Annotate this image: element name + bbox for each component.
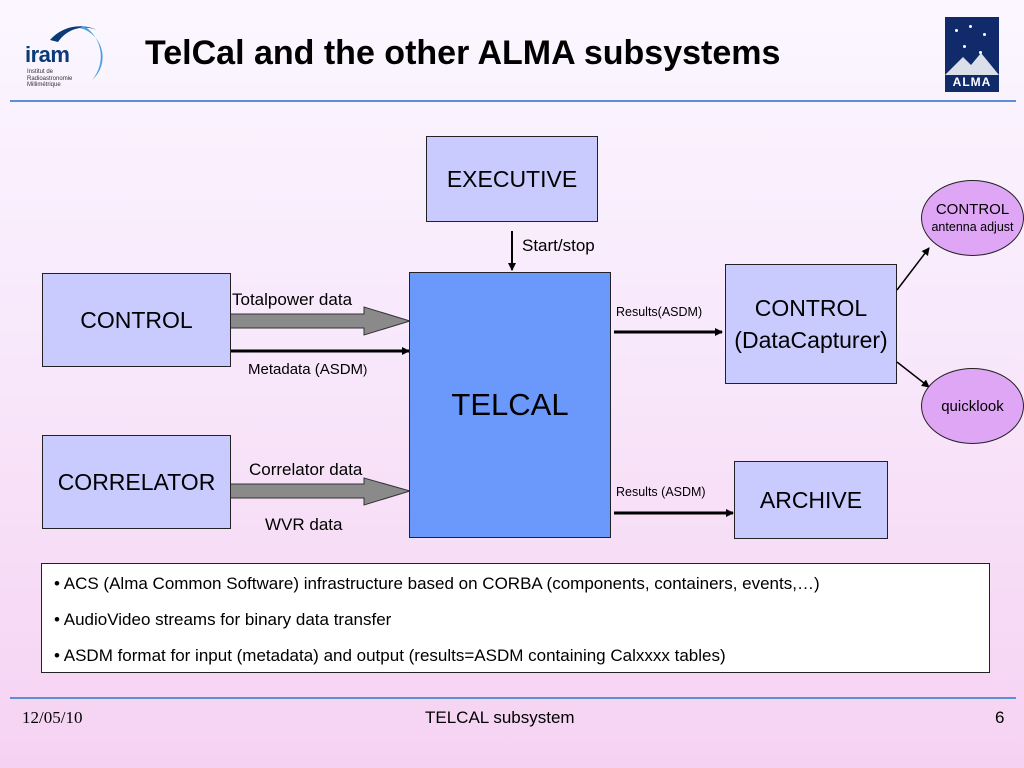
footer-rule (10, 697, 1016, 699)
note-text: ASDM format for input (metadata) and out… (63, 646, 726, 665)
note-item: • ACS (Alma Common Software) infrastruct… (54, 574, 979, 594)
start-stop-label: Start/stop (522, 236, 595, 255)
alma-wordmark: ALMA (952, 75, 992, 89)
alma-mountain-icon (945, 53, 999, 75)
bullet: • (54, 646, 60, 665)
iram-logo: iram Institut de Radioastronomie Millimé… (22, 20, 104, 92)
results-bottom-label: Results (ASDM) (616, 485, 706, 499)
bullet: • (54, 610, 60, 629)
slide-title: TelCal and the other ALMA subsystems (145, 34, 781, 72)
page-number: 6 (995, 708, 1005, 727)
notes-box: • ACS (Alma Common Software) infrastruct… (41, 563, 990, 673)
alma-logo: ALMA (945, 17, 999, 92)
control-oval-subtitle: antenna adjust (931, 220, 1014, 234)
control-oval-arrow (896, 247, 930, 291)
correlator-data-label: Correlator data (249, 460, 363, 479)
control-datacapturer-title: CONTROL (754, 295, 868, 321)
quicklook-label: quicklook (941, 397, 1004, 415)
control-oval-title: CONTROL (935, 201, 1010, 218)
control-datacapturer-box: CONTROL (DataCapturer) (725, 264, 897, 384)
metadata-text: Metadata (ASDM (248, 361, 364, 378)
control-antenna-oval: CONTROL antenna adjust (921, 180, 1024, 256)
control-datacapturer-subtitle: (DataCapturer) (734, 327, 888, 353)
footer-title: TELCAL subsystem (425, 708, 575, 727)
iram-swoosh-icon (50, 26, 103, 80)
note-text: AudioVideo streams for binary data trans… (63, 610, 392, 629)
note-text: ACS (Alma Common Software) infrastructur… (63, 574, 820, 593)
metadata-label: Metadata (ASDM) (248, 361, 367, 378)
iram-subtitle: Institut de Radioastronomie Millimétriqu… (27, 69, 73, 88)
star-icon (983, 33, 986, 36)
totalpower-arrow (229, 306, 412, 336)
telcal-box: TELCAL (409, 272, 611, 538)
results-top-label: Results(ASDM) (616, 305, 703, 319)
bullet: • (54, 574, 60, 593)
correlator-box: CORRELATOR (42, 435, 231, 529)
star-icon (963, 45, 966, 48)
archive-box: ARCHIVE (734, 461, 888, 539)
control-box: CONTROL (42, 273, 231, 367)
footer-date: 12/05/10 (22, 708, 83, 727)
quicklook-oval: quicklook (921, 368, 1024, 444)
note-item: • ASDM format for input (metadata) and o… (54, 646, 979, 666)
metadata-paren: ) (363, 362, 368, 377)
executive-box: EXECUTIVE (426, 136, 598, 222)
correlator-arrow (229, 477, 412, 506)
header-rule (10, 100, 1016, 102)
star-icon (979, 51, 982, 54)
star-icon (969, 25, 972, 28)
wvr-data-label: WVR data (265, 515, 343, 534)
note-item: • AudioVideo streams for binary data tra… (54, 610, 979, 630)
star-icon (955, 29, 958, 32)
quicklook-arrow (896, 361, 930, 388)
totalpower-label: Totalpower data (232, 290, 353, 309)
iram-wordmark: iram (25, 42, 70, 67)
